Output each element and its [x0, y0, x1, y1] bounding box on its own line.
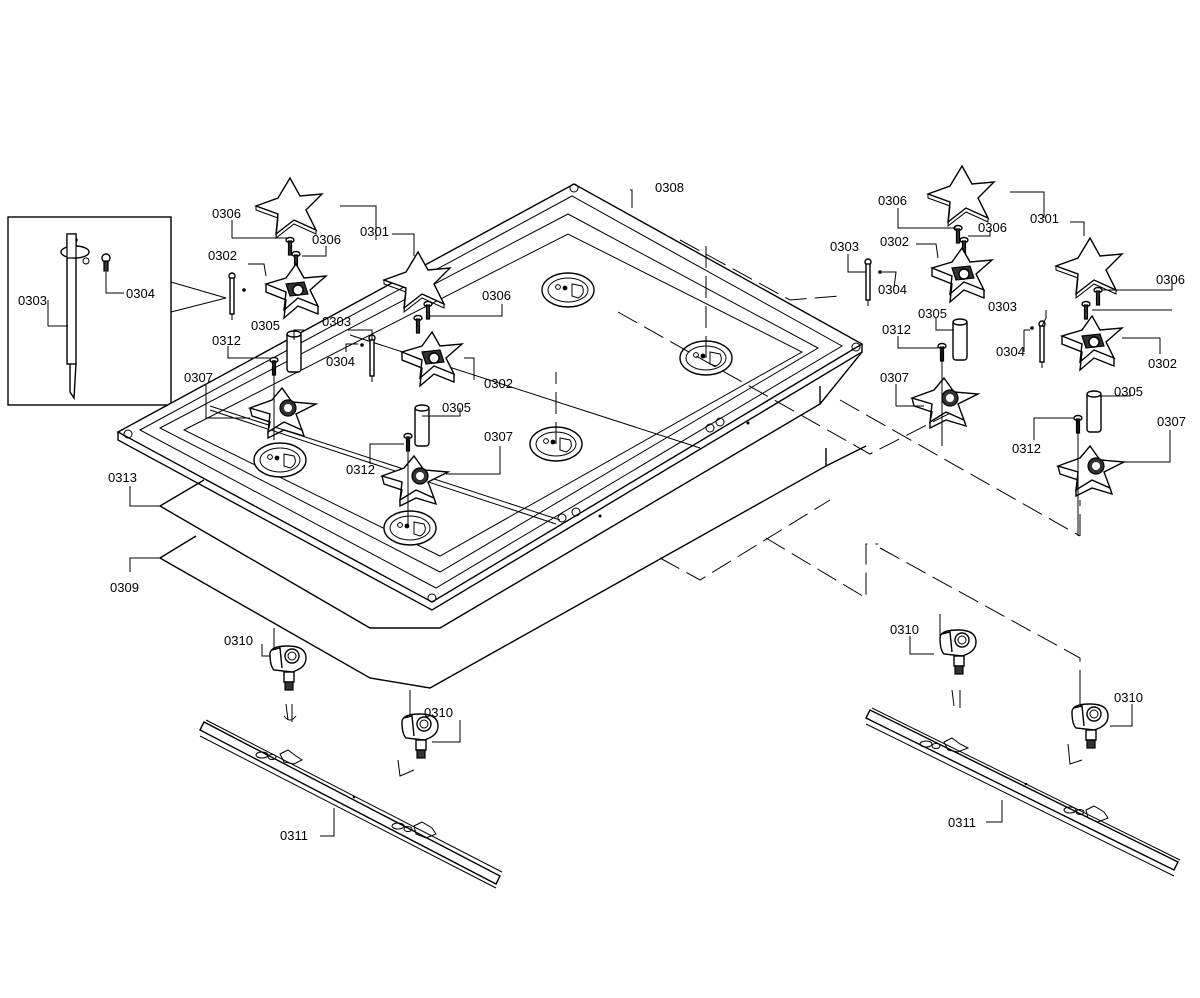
seal-gasket — [159, 351, 863, 629]
support-rail-left — [199, 719, 503, 889]
part-label-0304: 0304 — [126, 286, 155, 301]
part-label-0308: 0308 — [655, 180, 684, 195]
part-label-0306: 0306 — [312, 232, 341, 247]
part-label-0305: 0305 — [918, 306, 947, 321]
part-label-0305: 0305 — [442, 400, 471, 415]
part-label-0306: 0306 — [482, 288, 511, 303]
part-label-0307: 0307 — [1157, 414, 1186, 429]
burner-rear-left — [228, 177, 327, 440]
burner-front-right — [1030, 237, 1125, 536]
part-label-0312: 0312 — [346, 462, 375, 477]
part-label-0307: 0307 — [484, 429, 513, 444]
part-label-0304: 0304 — [878, 282, 907, 297]
support-rail-right — [865, 707, 1181, 877]
part-label-0307: 0307 — [184, 370, 213, 385]
part-label-0305: 0305 — [251, 318, 280, 333]
part-label-0310: 0310 — [890, 622, 919, 637]
valve-left-2 — [397, 690, 461, 777]
part-label-0304: 0304 — [996, 344, 1025, 359]
valve-right-1 — [909, 614, 977, 708]
part-label-0312: 0312 — [1012, 441, 1041, 456]
part-label-0306: 0306 — [978, 220, 1007, 235]
inset-electrode-drawing — [60, 233, 111, 401]
part-label-0305: 0305 — [1114, 384, 1143, 399]
part-label-0307: 0307 — [880, 370, 909, 385]
part-label-0310: 0310 — [424, 705, 453, 720]
part-label-0303: 0303 — [322, 314, 351, 329]
left-leader-lines — [129, 189, 633, 572]
right-leader-lines — [847, 191, 1173, 463]
valve-right-2 — [1067, 690, 1133, 765]
part-label-0303: 0303 — [830, 239, 859, 254]
part-label-0313: 0313 — [108, 470, 137, 485]
inset-detail-box: 0303 0304 — [7, 216, 227, 406]
part-label-0304: 0304 — [326, 354, 355, 369]
part-label-0303: 0303 — [18, 293, 47, 308]
part-label-0306: 0306 — [212, 206, 241, 221]
part-label-0302: 0302 — [484, 376, 513, 391]
lower-frame — [159, 445, 867, 689]
part-label-0310: 0310 — [1114, 690, 1143, 705]
part-label-0312: 0312 — [882, 322, 911, 337]
part-label-0302: 0302 — [208, 248, 237, 263]
part-label-0311: 0311 — [948, 815, 976, 830]
burner-rear-right — [864, 165, 995, 446]
part-label-0302: 0302 — [880, 234, 909, 249]
assembly-guide-lines — [555, 239, 1081, 690]
part-label-0303: 0303 — [988, 299, 1017, 314]
burner-front-center — [360, 251, 463, 524]
part-label-0301: 0301 — [360, 224, 389, 239]
part-label-0311: 0311 — [280, 828, 308, 843]
part-label-0306: 0306 — [1156, 272, 1185, 287]
part-label-0312: 0312 — [212, 333, 241, 348]
part-label-0302: 0302 — [1148, 356, 1177, 371]
part-labels: 0306 0306 0302 0301 0312 0305 0307 0303 … — [108, 180, 1186, 843]
valve-left-1 — [261, 628, 307, 722]
part-label-0310: 0310 — [224, 633, 253, 648]
part-label-0309: 0309 — [110, 580, 139, 595]
part-label-0306: 0306 — [878, 193, 907, 208]
part-label-0301: 0301 — [1030, 211, 1059, 226]
